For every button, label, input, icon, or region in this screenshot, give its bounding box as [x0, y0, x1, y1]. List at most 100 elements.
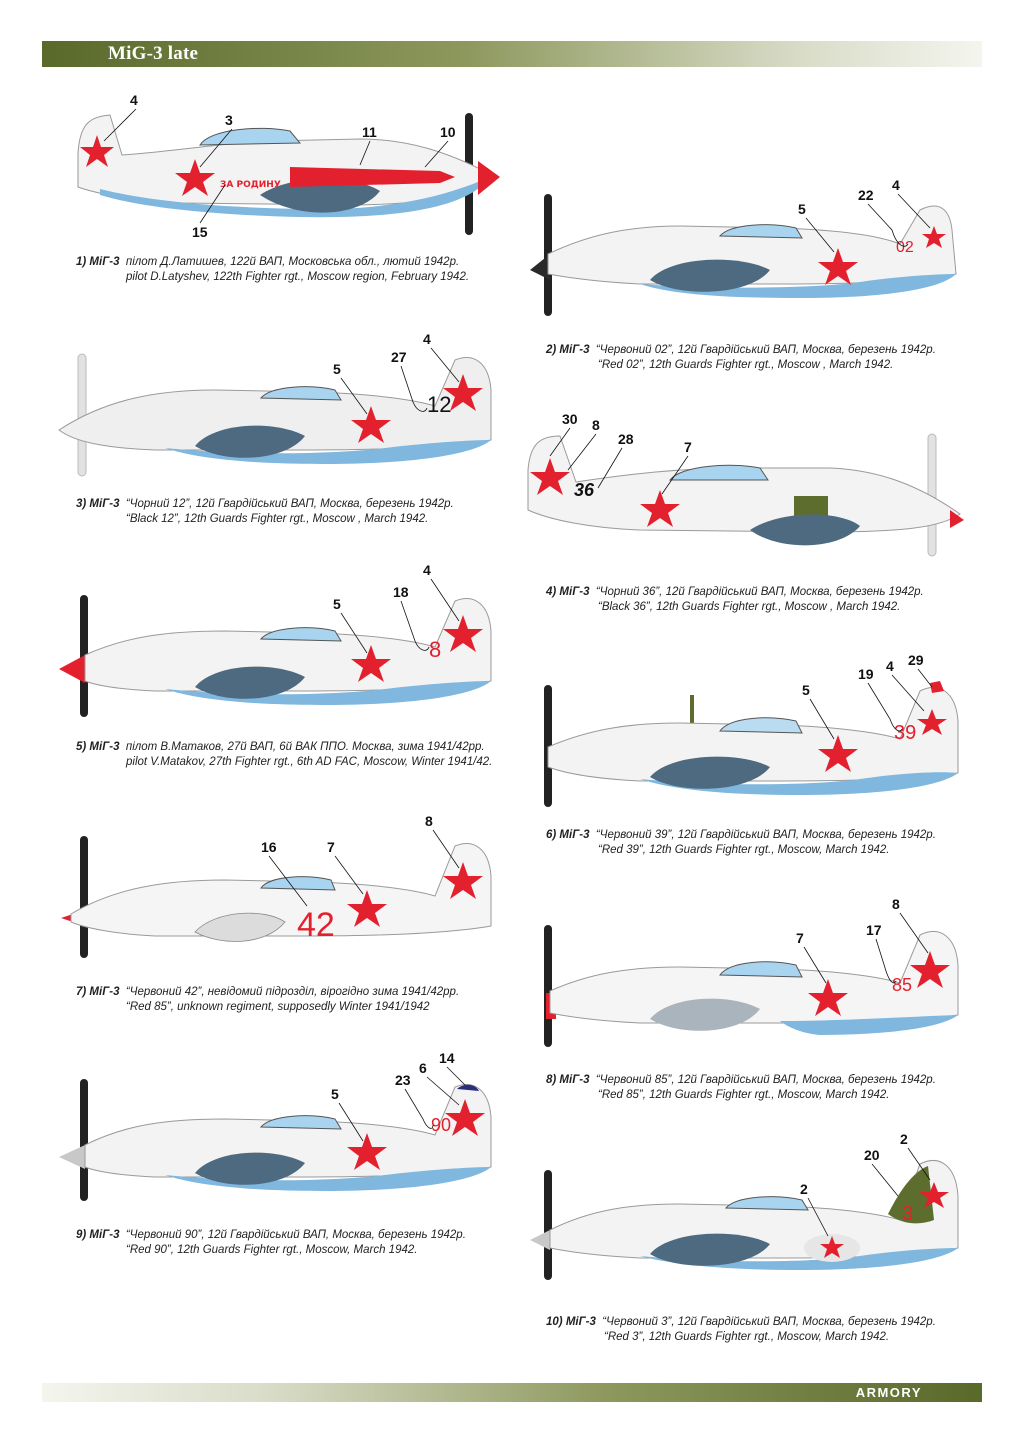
canopy: [719, 961, 803, 978]
star-marking: [808, 979, 848, 1016]
star-marking: [818, 735, 858, 772]
star-marking: [818, 248, 858, 285]
caption-7: 7) МіГ-3 “Червоний 42”, невідомий підроз…: [76, 986, 460, 1013]
canopy: [199, 127, 302, 146]
underside-blue: [165, 1167, 491, 1191]
underside-blue: [780, 1015, 958, 1035]
callout-number: 5: [798, 201, 806, 217]
star-marking: [445, 1099, 485, 1136]
callout-number: 16: [261, 839, 277, 855]
callout-number: 4: [892, 177, 900, 193]
callout-number: 29: [908, 652, 924, 668]
aircraft-marking: ЗА РОДИНУ: [220, 180, 281, 190]
canopy: [724, 1196, 809, 1211]
fuselage: [70, 843, 492, 937]
header-band: MiG-3 late: [42, 41, 982, 67]
aircraft-marking: 8: [429, 637, 441, 662]
callout-number: 30: [562, 411, 578, 427]
callout-number: 4: [423, 562, 431, 578]
underside-blue: [165, 440, 491, 464]
callout-number: 4: [130, 92, 138, 108]
callout-number: 5: [333, 361, 341, 377]
star-marking: [917, 709, 947, 735]
callout-number: 6: [419, 1060, 427, 1076]
star-marking: [80, 135, 114, 167]
fuselage: [84, 598, 492, 692]
underside-blue: [640, 274, 956, 298]
underside-blue: [100, 177, 490, 218]
propeller-blade: [544, 1170, 552, 1280]
aircraft-marking: 12: [427, 392, 451, 417]
callout-number: 10: [440, 124, 456, 140]
caption-9: 9) МіГ-3 “Червоний 90”, 12й Гвардійський…: [76, 1229, 466, 1256]
page-title: MiG-3 late: [108, 43, 199, 64]
wing-dark: [195, 1152, 305, 1185]
aircraft-marking: 39: [894, 722, 916, 744]
callout-number: 2: [800, 1181, 808, 1197]
star-marking: [820, 1236, 844, 1258]
callout-number: 11: [362, 124, 377, 140]
spinner: [530, 1230, 550, 1250]
aircraft-profile-7: 42 8 16 7: [61, 813, 492, 958]
rudder-stripes: [457, 1084, 479, 1091]
fuselage: [84, 1084, 492, 1178]
callout-number: 5: [331, 1086, 339, 1102]
wing-dark: [195, 666, 305, 699]
callout-number: 7: [684, 439, 692, 455]
star-marking: [443, 615, 483, 652]
canopy: [669, 464, 769, 481]
star-marking: [910, 951, 950, 988]
aircraft-profile-5: 8 4 18 5: [59, 562, 492, 717]
spinner: [59, 655, 85, 683]
callout-number: 20: [864, 1147, 880, 1163]
aircraft-marking: 42: [297, 906, 335, 944]
antenna-mast: [690, 695, 694, 729]
wing-dark: [650, 998, 760, 1031]
aircraft-profile-2: 02 22 4 5: [530, 177, 957, 316]
callout-number: 27: [391, 349, 407, 365]
star-marking: [351, 645, 391, 682]
fuselage: [547, 687, 959, 782]
spinner-tip: [61, 914, 73, 922]
callout-number: 22: [858, 187, 874, 203]
wing-dark: [650, 1233, 770, 1266]
propeller-blade: [80, 836, 88, 958]
caption-1: 1) МіГ-3 пілот Д.Латишев, 122й ВАП, Моск…: [76, 256, 470, 283]
propeller-blade: [544, 925, 552, 1047]
canopy: [259, 386, 342, 401]
caption-6: 6) МіГ-3 “Червоний 39”, 12й Гвардійський…: [546, 829, 936, 856]
star-marking: [175, 159, 215, 196]
aircraft-marking: 36: [574, 480, 595, 500]
callout-number: 19: [858, 666, 874, 682]
aircraft-profile-3: 12 4 27 5: [58, 331, 492, 477]
caption-8: 8) МіГ-3 “Червоний 85”, 12й Гвардійський…: [546, 1074, 936, 1101]
wing-dark: [650, 756, 770, 789]
star-marking: [919, 1182, 949, 1208]
spinner: [59, 1145, 85, 1169]
callout-number: 4: [423, 331, 431, 347]
wing-dark: [750, 514, 860, 546]
star-marking: [640, 490, 680, 527]
canopy: [719, 717, 803, 734]
callout-number: 17: [866, 922, 882, 938]
aircraft-profile-1: ЗА РОДИНУ 4 3 11 10 15: [77, 92, 500, 240]
callout-number: 2: [900, 1131, 908, 1147]
callout-number: 8: [892, 896, 900, 912]
propeller-blade: [80, 1079, 88, 1201]
star-marking: [351, 406, 391, 443]
aircraft-marking: 3: [902, 1203, 913, 1225]
footer-band: ARMORY: [42, 1383, 982, 1402]
propeller-blade: [544, 685, 552, 807]
callout-number: 3: [225, 112, 233, 128]
caption-2: 2) МіГ-3 “Червоний 02”, 12й Гвардійський…: [546, 344, 936, 371]
callout-number: 18: [393, 584, 409, 600]
fuselage-arrow: [290, 167, 455, 187]
star-marking: [922, 226, 946, 248]
underside-blue: [640, 772, 958, 795]
wing-underside: [194, 912, 286, 942]
wing-dark: [260, 178, 380, 213]
fuselage: [58, 357, 492, 451]
aircraft-profile-4: 36 30 8 28 7: [527, 411, 964, 557]
callout-number: 7: [796, 930, 804, 946]
olive-tail: [888, 1166, 934, 1224]
